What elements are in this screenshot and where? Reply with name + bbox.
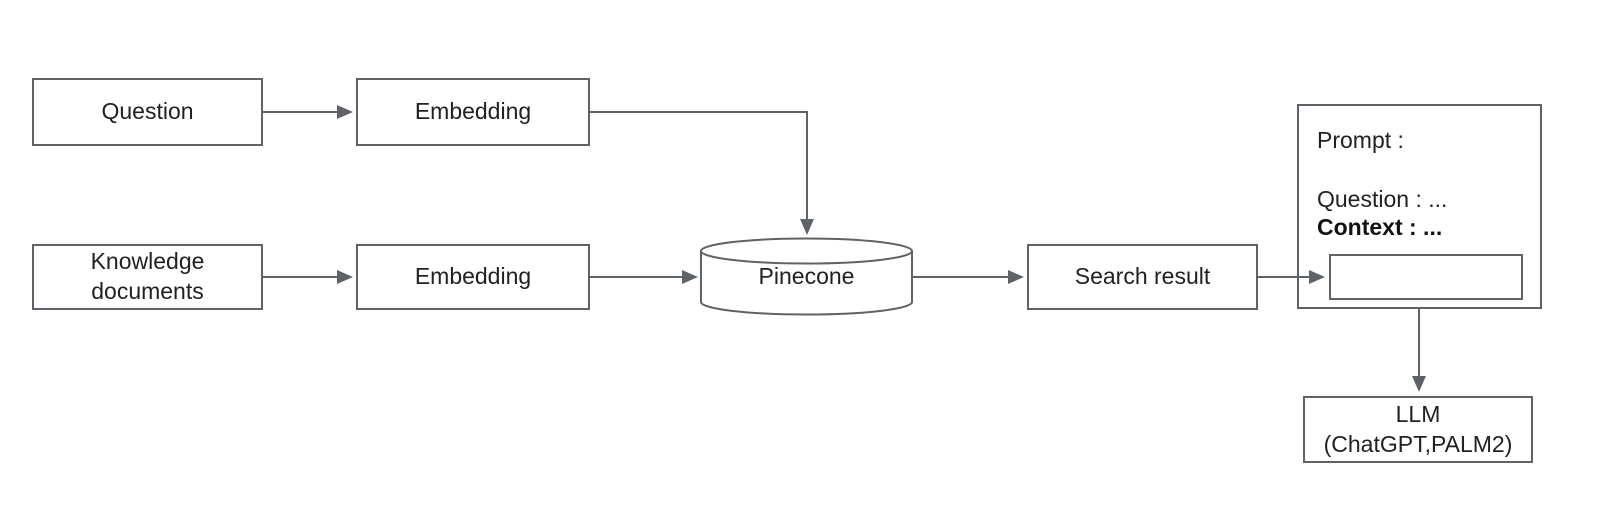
knowledge-documents-node: Knowledge documents <box>32 244 263 310</box>
search-result-label: Search result <box>1074 263 1211 290</box>
llm-label-line1: LLM <box>1395 400 1441 427</box>
pinecone-label: Pinecone <box>758 263 855 289</box>
prompt-title: Prompt : <box>1317 127 1404 153</box>
knowledge-documents-label: Knowledge documents <box>90 248 205 304</box>
question-label: Question <box>101 98 194 125</box>
embedding-top-node: Embedding <box>356 78 590 146</box>
search-result-node: Search result <box>1027 244 1258 310</box>
embedding-bottom-label: Embedding <box>414 263 532 290</box>
llm-label-line2: (ChatGPT,PALM2) <box>1323 430 1513 457</box>
question-node: Question <box>32 78 263 146</box>
prompt-node: Prompt : Question : ... Context : ... <box>1297 104 1542 309</box>
llm-node: LLM (ChatGPT,PALM2) <box>1303 396 1533 463</box>
prompt-context-line: Context : ... <box>1317 214 1443 240</box>
prompt-context-slot <box>1329 254 1523 300</box>
embedding-bottom-node: Embedding <box>356 244 590 310</box>
pinecone-node: Pinecone <box>701 251 912 302</box>
prompt-question-line: Question : ... <box>1317 186 1448 212</box>
arrow-embedding-to-pinecone-top <box>590 111 814 235</box>
embedding-top-label: Embedding <box>414 98 532 125</box>
